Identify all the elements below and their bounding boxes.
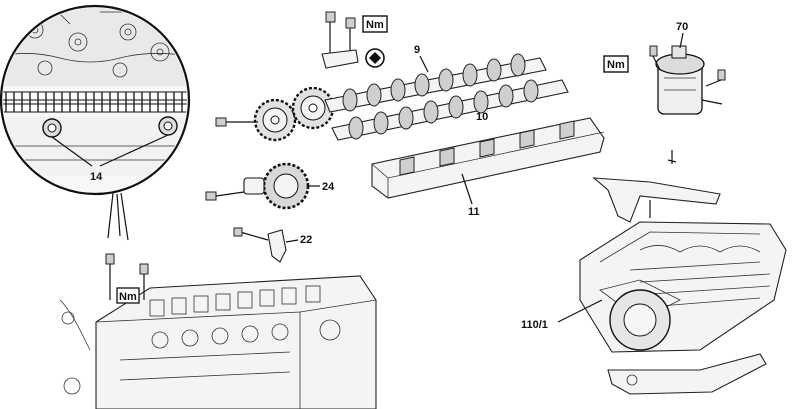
bolt-detail-right	[158, 116, 178, 136]
bearing-frame-11: 11	[371, 117, 605, 218]
label-14: 14	[90, 171, 103, 183]
label-110-1: 110/1	[521, 319, 548, 331]
sprocket-bolt	[215, 117, 258, 127]
manifold-gasket	[592, 177, 721, 223]
head-bolt-left	[105, 253, 115, 300]
camshaft-10: 10	[331, 79, 569, 141]
label-11: 11	[468, 206, 480, 218]
label-24: 24	[322, 181, 335, 193]
detail-magnifier: 14	[0, 4, 191, 241]
torque-badge-right: Nm	[603, 55, 629, 73]
svg-text:Nm: Nm	[607, 59, 625, 71]
head-bolt-right	[139, 263, 149, 300]
camshaft-sprocket-upper-right	[291, 86, 335, 130]
part-22-bracket: 22	[233, 227, 312, 263]
cylinder-head: Nm	[59, 253, 377, 409]
camshaft-sprocket-upper-left	[253, 98, 297, 142]
no-reuse-symbol-icon	[365, 48, 385, 68]
bolt-detail-left	[42, 118, 62, 138]
timing-chain	[3, 91, 187, 113]
top-bolt-assembly: Nm	[321, 11, 388, 69]
camshaft-9: 9	[324, 44, 547, 113]
torque-badge-lower: Nm	[116, 287, 140, 304]
label-10: 10	[476, 111, 488, 123]
label-9: 9	[414, 44, 420, 56]
label-70: 70	[676, 21, 688, 33]
supercharger-110-1: 110/1	[521, 221, 787, 395]
intermediate-gear-24: 24	[205, 162, 335, 210]
part-70-unit: 70 Nm	[603, 21, 726, 164]
label-22: 22	[300, 234, 312, 246]
torque-badge-top: Nm	[362, 15, 388, 33]
svg-text:Nm: Nm	[366, 19, 384, 31]
svg-text:Nm: Nm	[119, 291, 137, 303]
